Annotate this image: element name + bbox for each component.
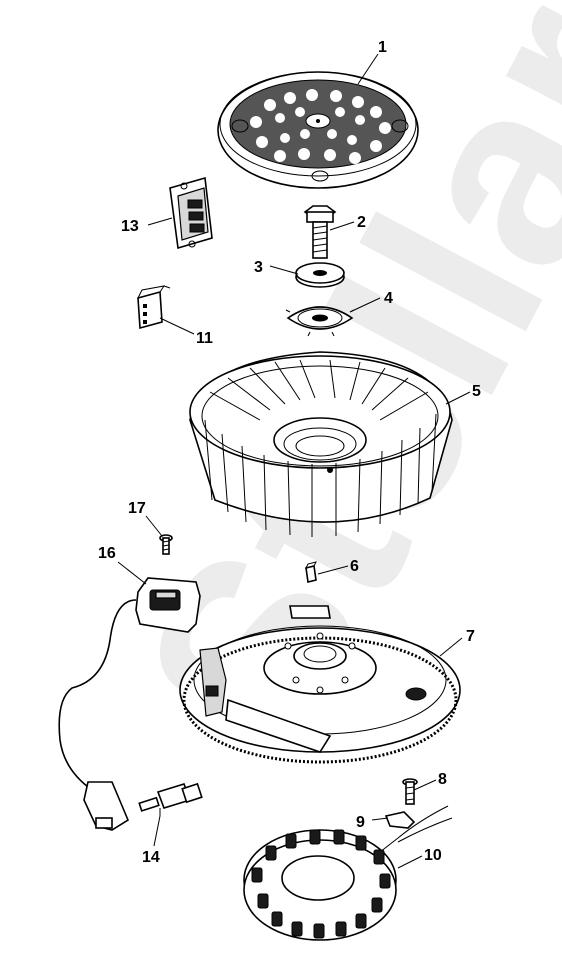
part-1-blower-screen[interactable]: [217, 71, 419, 189]
part-11-connector[interactable]: [137, 285, 171, 330]
callout-2: 2: [357, 214, 366, 231]
callout-3: 3: [254, 259, 263, 276]
part-7-flywheel[interactable]: [179, 605, 461, 764]
callout-6: 6: [350, 558, 359, 575]
part-2-flywheel-bolt[interactable]: [303, 205, 337, 259]
callout-13: 13: [121, 218, 139, 235]
part-17-screw[interactable]: [159, 534, 173, 555]
callout-14: 14: [142, 849, 160, 866]
part-13-rectifier-regulator[interactable]: [169, 176, 213, 250]
callout-4: 4: [384, 290, 393, 307]
callout-16: 16: [98, 545, 116, 562]
callout-5: 5: [472, 383, 481, 400]
part-9-lead-clamp[interactable]: [379, 805, 453, 853]
callout-8: 8: [438, 771, 447, 788]
callout-10: 10: [424, 847, 442, 864]
part-4-fan-retainer[interactable]: [285, 306, 355, 337]
part-16-ignition-module[interactable]: [58, 577, 201, 831]
callout-11: 11: [196, 330, 213, 347]
callout-1: 1: [378, 39, 387, 56]
callout-9: 9: [356, 814, 365, 831]
part-10-stator[interactable]: [243, 829, 397, 941]
callout-7: 7: [466, 628, 475, 645]
leader-lines: [117, 53, 471, 869]
callout-17: 17: [128, 500, 146, 517]
part-8-screw[interactable]: [402, 778, 418, 805]
part-14-spark-plug[interactable]: [138, 782, 203, 816]
callout-labels: 1 2 3 4 5 6 7 8 9 10 11 13 14 16 17: [98, 39, 481, 866]
part-5-cooling-fan[interactable]: [189, 351, 453, 537]
part-6-flywheel-key[interactable]: [305, 561, 317, 583]
part-3-washer[interactable]: [295, 262, 345, 288]
